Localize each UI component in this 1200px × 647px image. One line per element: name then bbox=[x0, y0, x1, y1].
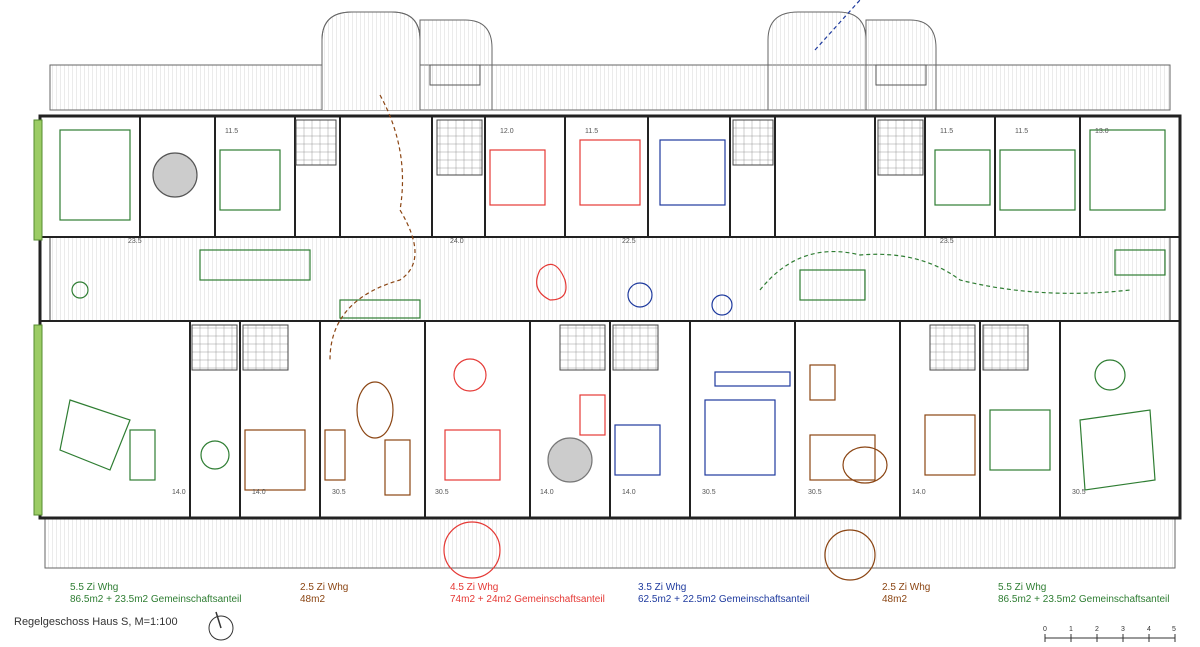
room-number: 12.0 bbox=[500, 128, 514, 135]
room-number: 14.0 bbox=[912, 489, 926, 496]
room-number: 14.0 bbox=[252, 489, 266, 496]
scale-tick-label: 1 bbox=[1069, 626, 1073, 633]
unit-legend: 5.5 Zi Whg 86.5m2 + 23.5m2 Gemeinschafts… bbox=[70, 582, 241, 606]
room-number: 11.5 bbox=[225, 128, 238, 135]
unit-legend: 5.5 Zi Whg 86.5m2 + 23.5m2 Gemeinschafts… bbox=[998, 582, 1169, 606]
scale-tick-label: 3 bbox=[1121, 626, 1125, 633]
circulation-paths bbox=[329, 0, 1131, 361]
scale-bar: 0 1 2 3 4 5 bbox=[1043, 626, 1176, 642]
plan-caption: Regelgeschoss Haus S, M=1:100 bbox=[14, 616, 178, 628]
room-number: 30.5 bbox=[1072, 489, 1086, 496]
bathrooms bbox=[191, 119, 1029, 371]
furniture-green-west bbox=[59, 129, 421, 481]
unit-area: 86.5m2 + 23.5m2 Gemeinschaftsanteil bbox=[70, 594, 242, 605]
room-number: 14.0 bbox=[540, 489, 554, 496]
room-number: 14.0 bbox=[172, 489, 186, 496]
north-balcony bbox=[49, 11, 1171, 111]
furniture-green-east bbox=[799, 129, 1166, 491]
room-number: 23.5 bbox=[940, 238, 954, 245]
unit-legend: 2.5 Zi Whg 48m2 bbox=[300, 582, 348, 606]
unit-type: 3.5 Zi Whg bbox=[638, 582, 687, 593]
unit-type: 2.5 Zi Whg bbox=[882, 582, 931, 593]
furniture-brown bbox=[244, 364, 976, 581]
unit-area: 62.5m2 + 22.5m2 Gemeinschaftsanteil bbox=[638, 594, 810, 605]
room-number: 23.5 bbox=[128, 238, 142, 245]
room-number: 13.0 bbox=[1095, 128, 1109, 135]
unit-type: 5.5 Zi Whg bbox=[70, 582, 119, 593]
room-numbers: 11.5 12.0 11.5 11.5 11.5 13.0 23.5 24.0 … bbox=[128, 128, 1109, 496]
scale-tick-label: 0 bbox=[1043, 626, 1047, 633]
unit-type: 2.5 Zi Whg bbox=[300, 582, 349, 593]
furniture-red bbox=[443, 139, 641, 579]
room-number: 30.5 bbox=[702, 489, 716, 496]
unit-area: 74m2 + 24m2 Gemeinschaftsanteil bbox=[450, 594, 605, 605]
room-number: 11.5 bbox=[585, 128, 598, 135]
south-balcony bbox=[44, 517, 1176, 569]
corridor bbox=[49, 236, 1171, 322]
room-number: 30.5 bbox=[435, 489, 449, 496]
unit-type: 4.5 Zi Whg bbox=[450, 582, 499, 593]
room-number: 30.5 bbox=[808, 489, 822, 496]
furniture-blue bbox=[614, 139, 791, 476]
room-number: 24.0 bbox=[450, 238, 464, 245]
room-number: 11.5 bbox=[940, 128, 953, 135]
north-arrow-icon bbox=[208, 611, 234, 641]
scale-tick-label: 4 bbox=[1147, 626, 1151, 633]
unit-legend: 3.5 Zi Whg 62.5m2 + 22.5m2 Gemeinschafts… bbox=[638, 582, 809, 606]
room-number: 30.5 bbox=[332, 489, 346, 496]
unit-legend: 2.5 Zi Whg 48m2 bbox=[882, 582, 930, 606]
room-number: 11.5 bbox=[1015, 128, 1028, 135]
scale-tick-label: 2 bbox=[1095, 626, 1099, 633]
unit-legend: 4.5 Zi Whg 74m2 + 24m2 Gemeinschaftsante… bbox=[450, 582, 605, 606]
room-number: 22.5 bbox=[622, 238, 636, 245]
scale-tick-label: 5 bbox=[1172, 626, 1176, 633]
room-number: 14.0 bbox=[622, 489, 636, 496]
facade-greenery bbox=[33, 119, 43, 516]
unit-type: 5.5 Zi Whg bbox=[998, 582, 1047, 593]
building-walls bbox=[38, 114, 1182, 520]
unit-area: 48m2 bbox=[882, 594, 908, 605]
unit-area: 48m2 bbox=[300, 594, 326, 605]
unit-area: 86.5m2 + 23.5m2 Gemeinschaftsanteil bbox=[998, 594, 1170, 605]
